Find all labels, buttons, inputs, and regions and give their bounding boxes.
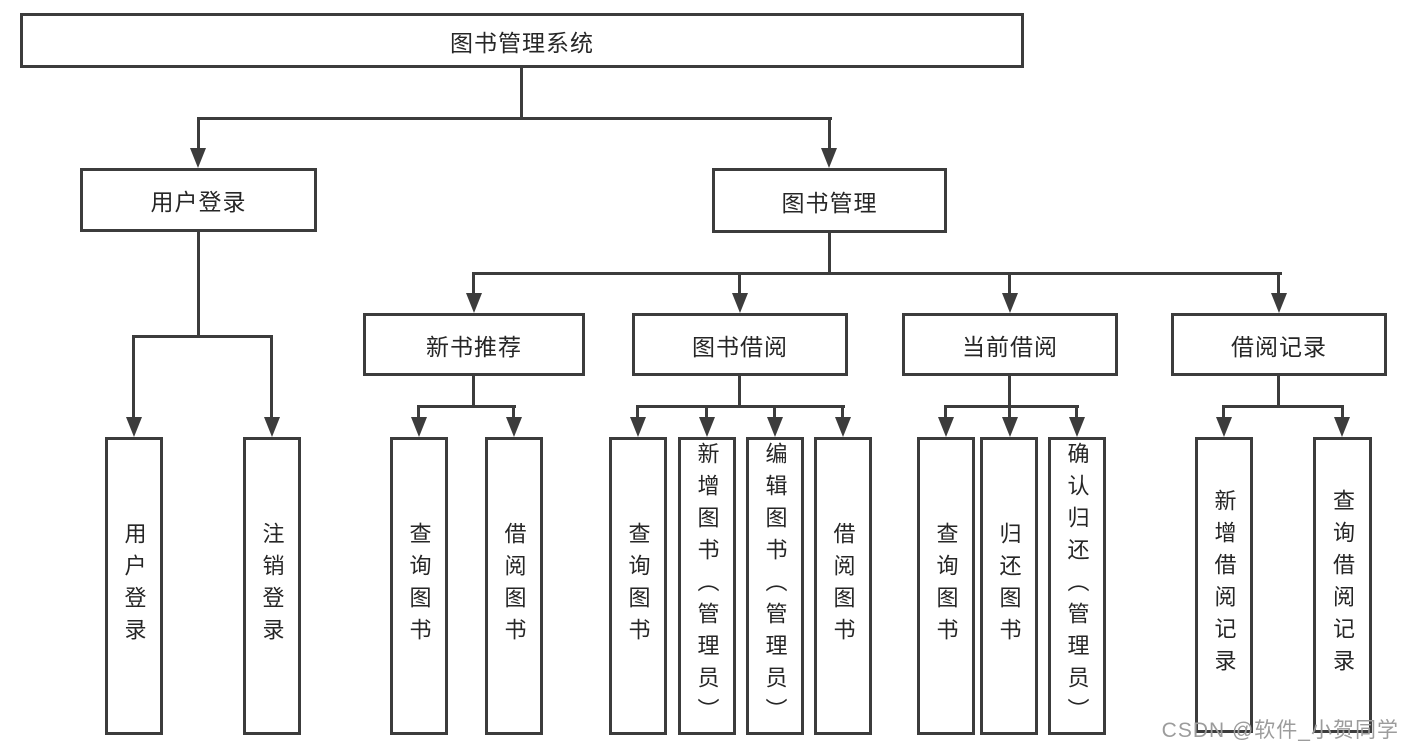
leaf-label: 注销登录: [259, 522, 285, 650]
arrow-down-icon: [190, 148, 206, 168]
arrow-down-icon: [411, 417, 427, 437]
leaf-label: 确认归还（管理员）: [1064, 442, 1090, 730]
csdn-watermark: CSDN @软件_小贺同学: [1161, 719, 1399, 742]
connector-line: [944, 405, 1079, 408]
arrow-down-icon: [821, 148, 837, 168]
connector-line: [1222, 405, 1225, 419]
connector-line: [512, 405, 515, 419]
leaf-return-book: 归还图书: [980, 437, 1038, 735]
connector-line: [520, 68, 523, 120]
leaf-label: 借阅图书: [501, 522, 527, 650]
arrow-down-icon: [732, 293, 748, 313]
connector-line: [132, 335, 135, 419]
connector-line: [1341, 405, 1344, 419]
connector-line: [472, 272, 1282, 275]
connector-line: [636, 405, 845, 408]
arrow-down-icon: [938, 417, 954, 437]
connector-line: [472, 376, 475, 408]
connector-line: [773, 405, 776, 419]
arrow-down-icon: [1002, 293, 1018, 313]
node-label: 用户登录: [150, 189, 247, 215]
node-current-borrow: 当前借阅: [902, 313, 1118, 376]
leaf-label: 查询图书: [625, 522, 651, 650]
connector-line: [944, 405, 947, 419]
arrow-down-icon: [630, 417, 646, 437]
leaf-query-books-borrow: 查询图书: [609, 437, 667, 735]
arrow-down-icon: [767, 417, 783, 437]
connector-line: [1277, 376, 1280, 408]
connector-line: [197, 117, 200, 150]
connector-line: [270, 335, 273, 419]
arrow-down-icon: [699, 417, 715, 437]
connector-line: [1075, 405, 1078, 419]
leaf-borrow-books: 借阅图书: [814, 437, 872, 735]
connector-line: [417, 405, 420, 419]
leaf-label: 新增图书（管理员）: [694, 442, 720, 730]
arrow-down-icon: [466, 293, 482, 313]
node-book-management: 图书管理: [712, 168, 947, 233]
leaf-label: 查询借阅记录: [1330, 489, 1356, 681]
connector-line: [132, 335, 273, 338]
connector-line: [738, 376, 741, 408]
arrow-down-icon: [264, 417, 280, 437]
node-borrow-records: 借阅记录: [1171, 313, 1387, 376]
node-label: 图书借阅: [692, 333, 788, 360]
node-new-book-recommend: 新书推荐: [363, 313, 585, 376]
node-book-borrow: 图书借阅: [632, 313, 848, 376]
leaf-label: 查询图书: [933, 522, 959, 650]
leaf-label: 编辑图书（管理员）: [762, 442, 788, 730]
leaf-query-books-current: 查询图书: [917, 437, 975, 735]
connector-line: [1222, 405, 1344, 408]
connector-line: [197, 232, 200, 338]
arrow-down-icon: [1334, 417, 1350, 437]
connector-line: [828, 117, 831, 150]
arrow-down-icon: [835, 417, 851, 437]
connector-line: [636, 405, 639, 419]
connector-line: [472, 272, 475, 296]
leaf-add-borrow-record: 新增借阅记录: [1195, 437, 1253, 733]
leaf-user-login: 用户登录: [105, 437, 163, 735]
arrow-down-icon: [126, 417, 142, 437]
node-root: 图书管理系统: [20, 13, 1024, 68]
leaf-confirm-return-admin: 确认归还（管理员）: [1048, 437, 1106, 735]
arrow-down-icon: [506, 417, 522, 437]
leaf-label: 归还图书: [996, 522, 1022, 650]
node-label: 图书管理: [781, 189, 878, 216]
leaf-label: 借阅图书: [830, 522, 856, 650]
connector-line: [841, 405, 844, 419]
node-label: 新书推荐: [426, 333, 522, 360]
node-root-label: 图书管理系统: [450, 29, 594, 56]
leaf-add-book-admin: 新增图书（管理员）: [678, 437, 736, 735]
arrow-down-icon: [1002, 417, 1018, 437]
connector-line: [197, 117, 832, 120]
connector-line: [1277, 272, 1280, 296]
leaf-label: 用户登录: [121, 522, 147, 650]
connector-line: [705, 405, 708, 419]
arrow-down-icon: [1271, 293, 1287, 313]
node-label: 当前借阅: [962, 333, 1058, 360]
connector-line: [1008, 272, 1011, 296]
connector-line: [1008, 405, 1011, 419]
connector-line: [828, 233, 831, 275]
leaf-edit-book-admin: 编辑图书（管理员）: [746, 437, 804, 735]
connector-line: [738, 272, 741, 296]
connector-line: [1008, 376, 1011, 408]
leaf-label: 查询图书: [406, 522, 432, 650]
leaf-label: 新增借阅记录: [1211, 489, 1237, 681]
leaf-query-books-recommend: 查询图书: [390, 437, 448, 735]
node-label: 借阅记录: [1231, 333, 1327, 360]
node-user-login: 用户登录: [80, 168, 317, 232]
arrow-down-icon: [1216, 417, 1232, 437]
leaf-borrow-books-recommend: 借阅图书: [485, 437, 543, 735]
leaf-query-borrow-record: 查询借阅记录: [1313, 437, 1372, 733]
connector-line: [417, 405, 516, 408]
leaf-logout: 注销登录: [243, 437, 301, 735]
arrow-down-icon: [1069, 417, 1085, 437]
